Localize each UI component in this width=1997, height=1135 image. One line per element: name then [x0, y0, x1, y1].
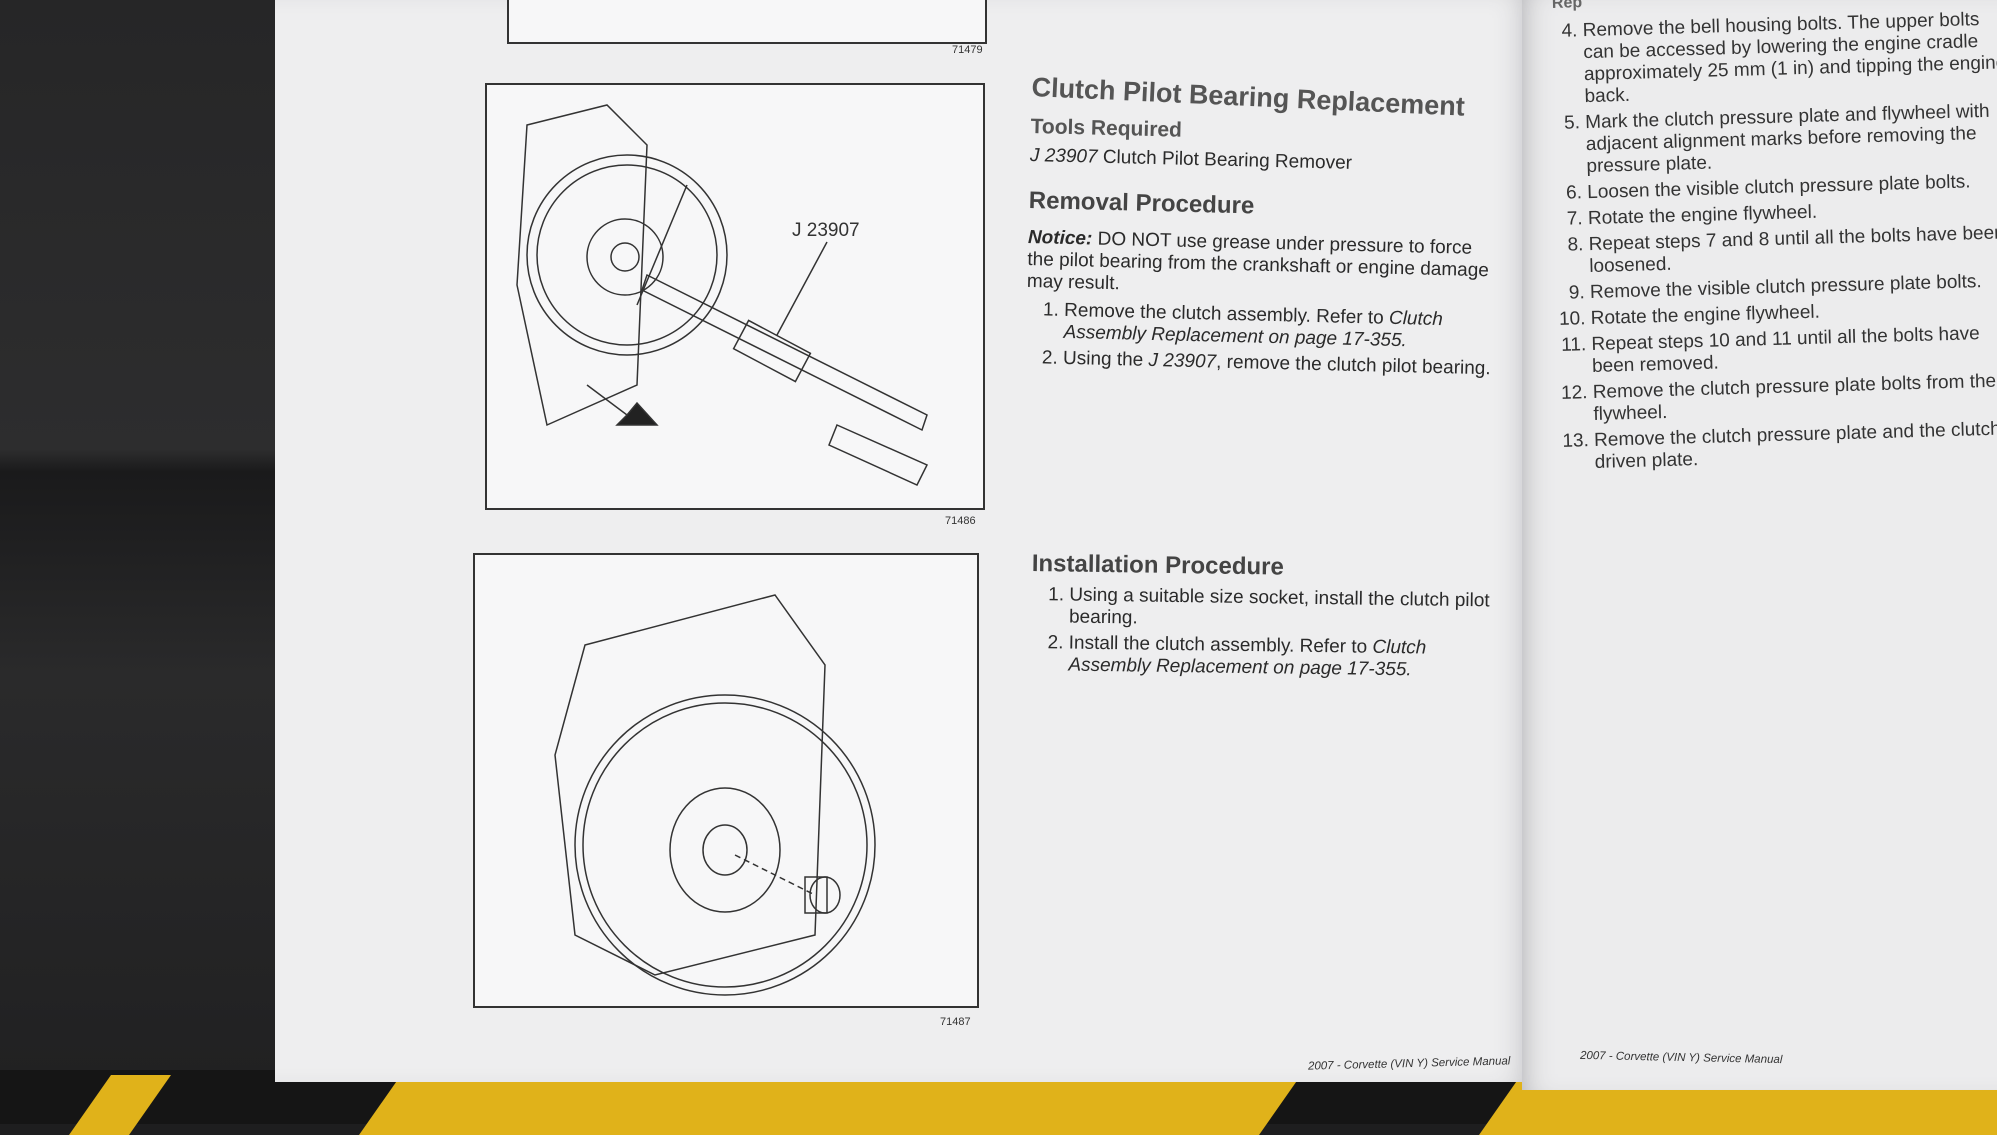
list-item: Remove the bell housing bolts. The upper… — [1582, 8, 1997, 108]
tool-callout: J 23907 — [792, 220, 860, 241]
tool-reference: J 23907 — [1148, 349, 1217, 373]
notice-label: Notice: — [1027, 226, 1093, 250]
figure-71479 — [507, 0, 987, 44]
list-item: Remove the clutch pressure plate and the… — [1594, 418, 1997, 474]
desk-background — [0, 0, 290, 1124]
figure-number: 71486 — [945, 515, 976, 527]
right-page — [1522, 0, 1997, 1090]
notice-text: DO NOT use grease under pressure to forc… — [1026, 228, 1490, 295]
list-item: Repeat steps 7 and 8 until all the bolts… — [1588, 222, 1997, 278]
list-item: Install the clutch assembly. Refer to Cl… — [1068, 633, 1501, 683]
installation-section: Installation Procedure Using a suitable … — [1030, 550, 1502, 687]
figure-71486: J 23907 — [485, 83, 985, 510]
right-page-steps: Rep Remove the bell housing bolts. The u… — [1552, 0, 1997, 479]
removal-section: Clutch Pilot Bearing Replacement Tools R… — [1025, 72, 1502, 384]
installation-steps: Using a suitable size socket, install th… — [1030, 584, 1501, 683]
removal-heading: Removal Procedure — [1028, 186, 1255, 220]
list-item: Mark the clutch pressure plate and flywh… — [1585, 100, 1997, 178]
installation-heading: Installation Procedure — [1031, 550, 1285, 581]
figure-number: 71487 — [940, 1016, 971, 1028]
yellow-stripe — [358, 1075, 1302, 1135]
step-text: Using the — [1062, 347, 1149, 371]
step-list: Remove the bell housing bolts. The upper… — [1552, 8, 1997, 475]
step-text: Using a suitable size socket, install th… — [1068, 584, 1490, 629]
step-text: Install the clutch assembly. Refer to — [1068, 632, 1373, 658]
removal-steps: Remove the clutch assembly. Refer to Clu… — [1025, 299, 1497, 380]
figure-71487 — [473, 553, 979, 1008]
tool-line: J 23907 Clutch Pilot Bearing Remover — [1030, 145, 1500, 178]
list-item: Remove the clutch pressure plate bolts f… — [1593, 370, 1997, 426]
list-item: Repeat steps 10 and 11 until all the bol… — [1591, 322, 1997, 378]
pilot-bearing-installation-illustration — [554, 594, 876, 996]
tool-id: J 23907 — [1029, 144, 1098, 168]
list-item: Using a suitable size socket, install th… — [1069, 585, 1502, 635]
list-item: Remove the clutch assembly. Refer to Clu… — [1063, 300, 1496, 355]
tool-name: Clutch Pilot Bearing Remover — [1102, 146, 1353, 174]
step-text: , remove the clutch pilot bearing. — [1215, 351, 1491, 380]
pilot-bearing-removal-illustration: J 23907 — [516, 104, 929, 486]
figure-number: 71479 — [952, 44, 983, 56]
notice: Notice: DO NOT use grease under pressure… — [1027, 227, 1498, 304]
